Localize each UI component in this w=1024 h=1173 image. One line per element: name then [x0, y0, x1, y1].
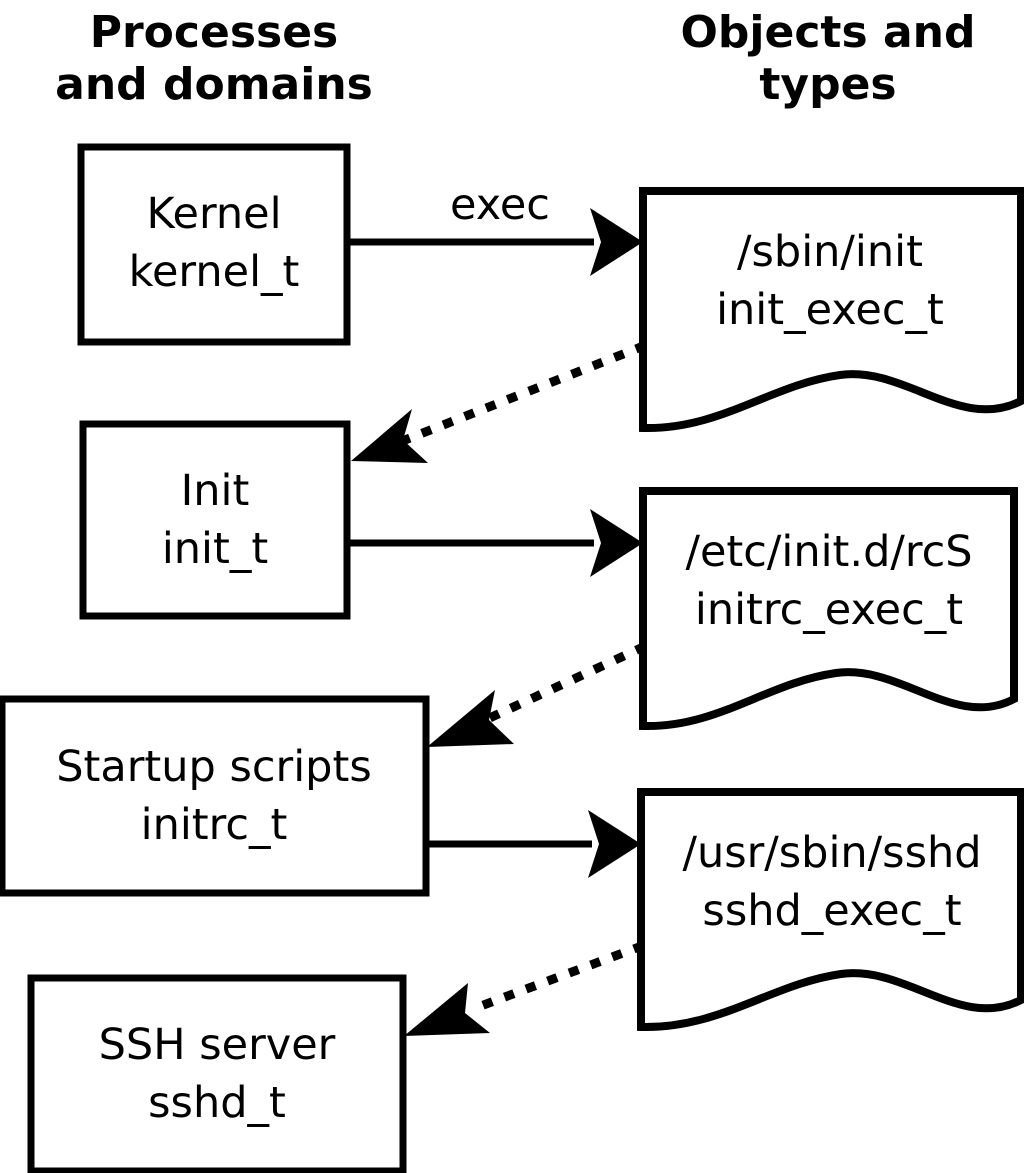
object-node-initrc-exec-line2: initrc_exec_t [695, 585, 963, 635]
process-node-kernel-line1: Kernel [146, 189, 281, 239]
edge-initrc-exec-transition [427, 642, 647, 747]
object-node-initrc-exec[interactable]: /etc/init.d/rcS initrc_exec_t [639, 487, 1018, 731]
object-node-init-exec-line2: init_exec_t [716, 285, 944, 335]
process-node-init[interactable]: Init init_t [79, 420, 351, 620]
object-node-initrc-exec-shape [639, 487, 1018, 731]
edge-initrc-exec-transition-arrowhead [427, 690, 514, 747]
column-header-objects-line1: Objects and [681, 7, 976, 58]
process-node-init-box [79, 420, 351, 620]
edge-init-exec-initrc [347, 509, 643, 577]
process-node-sshd[interactable]: SSH server sshd_t [27, 974, 407, 1173]
edge-sshd-exec-transition-line [464, 941, 645, 1016]
process-node-sshd-box [27, 974, 407, 1173]
process-node-initrc[interactable]: Startup scripts initrc_t [0, 695, 430, 897]
object-node-initrc-exec-line1: /etc/init.d/rcS [685, 527, 972, 577]
object-node-sshd-exec-line2: sshd_exec_t [702, 886, 961, 936]
edge-init-exec-transition [351, 341, 647, 463]
edge-init-exec-initrc-arrowhead [590, 509, 643, 577]
column-header-processes: Processes and domains [55, 7, 373, 110]
edge-sshd-exec-transition [404, 941, 645, 1036]
column-header-processes-line1: Processes [90, 7, 339, 58]
object-node-sshd-exec[interactable]: /usr/sbin/sshd sshd_exec_t [637, 788, 1024, 1032]
edge-sshd-exec-transition-arrowhead [404, 983, 490, 1036]
process-node-initrc-line2: initrc_t [141, 800, 288, 850]
process-node-kernel[interactable]: Kernel kernel_t [77, 143, 351, 346]
edge-initrc-exec-sshd-arrowhead [588, 810, 641, 878]
edge-kernel-exec-init: exec [347, 180, 643, 276]
edge-label-exec: exec [450, 180, 550, 230]
edge-init-exec-transition-arrowhead [351, 409, 428, 463]
object-node-sshd-exec-shape [637, 788, 1024, 1032]
object-node-init-exec-line1: /sbin/init [737, 227, 923, 277]
edge-init-exec-transition-line [399, 341, 647, 446]
process-node-sshd-line2: sshd_t [148, 1078, 286, 1128]
process-node-kernel-box [77, 143, 351, 346]
object-node-init-exec-shape [639, 187, 1024, 433]
edge-kernel-exec-init-arrowhead [590, 208, 643, 276]
process-node-kernel-line2: kernel_t [129, 247, 300, 297]
column-header-objects-line2: types [759, 59, 896, 110]
object-node-sshd-exec-line1: /usr/sbin/sshd [682, 828, 981, 878]
column-header-processes-line2: and domains [55, 59, 373, 110]
process-node-initrc-box [0, 695, 430, 897]
column-header-objects: Objects and types [681, 7, 976, 110]
process-node-sshd-line1: SSH server [99, 1020, 336, 1070]
process-node-init-line1: Init [181, 466, 250, 516]
edge-initrc-exec-transition-line [488, 642, 647, 722]
process-node-init-line2: init_t [162, 524, 268, 574]
edge-initrc-exec-sshd [426, 810, 641, 878]
process-node-initrc-line1: Startup scripts [56, 742, 372, 792]
object-node-init-exec[interactable]: /sbin/init init_exec_t [639, 187, 1024, 433]
